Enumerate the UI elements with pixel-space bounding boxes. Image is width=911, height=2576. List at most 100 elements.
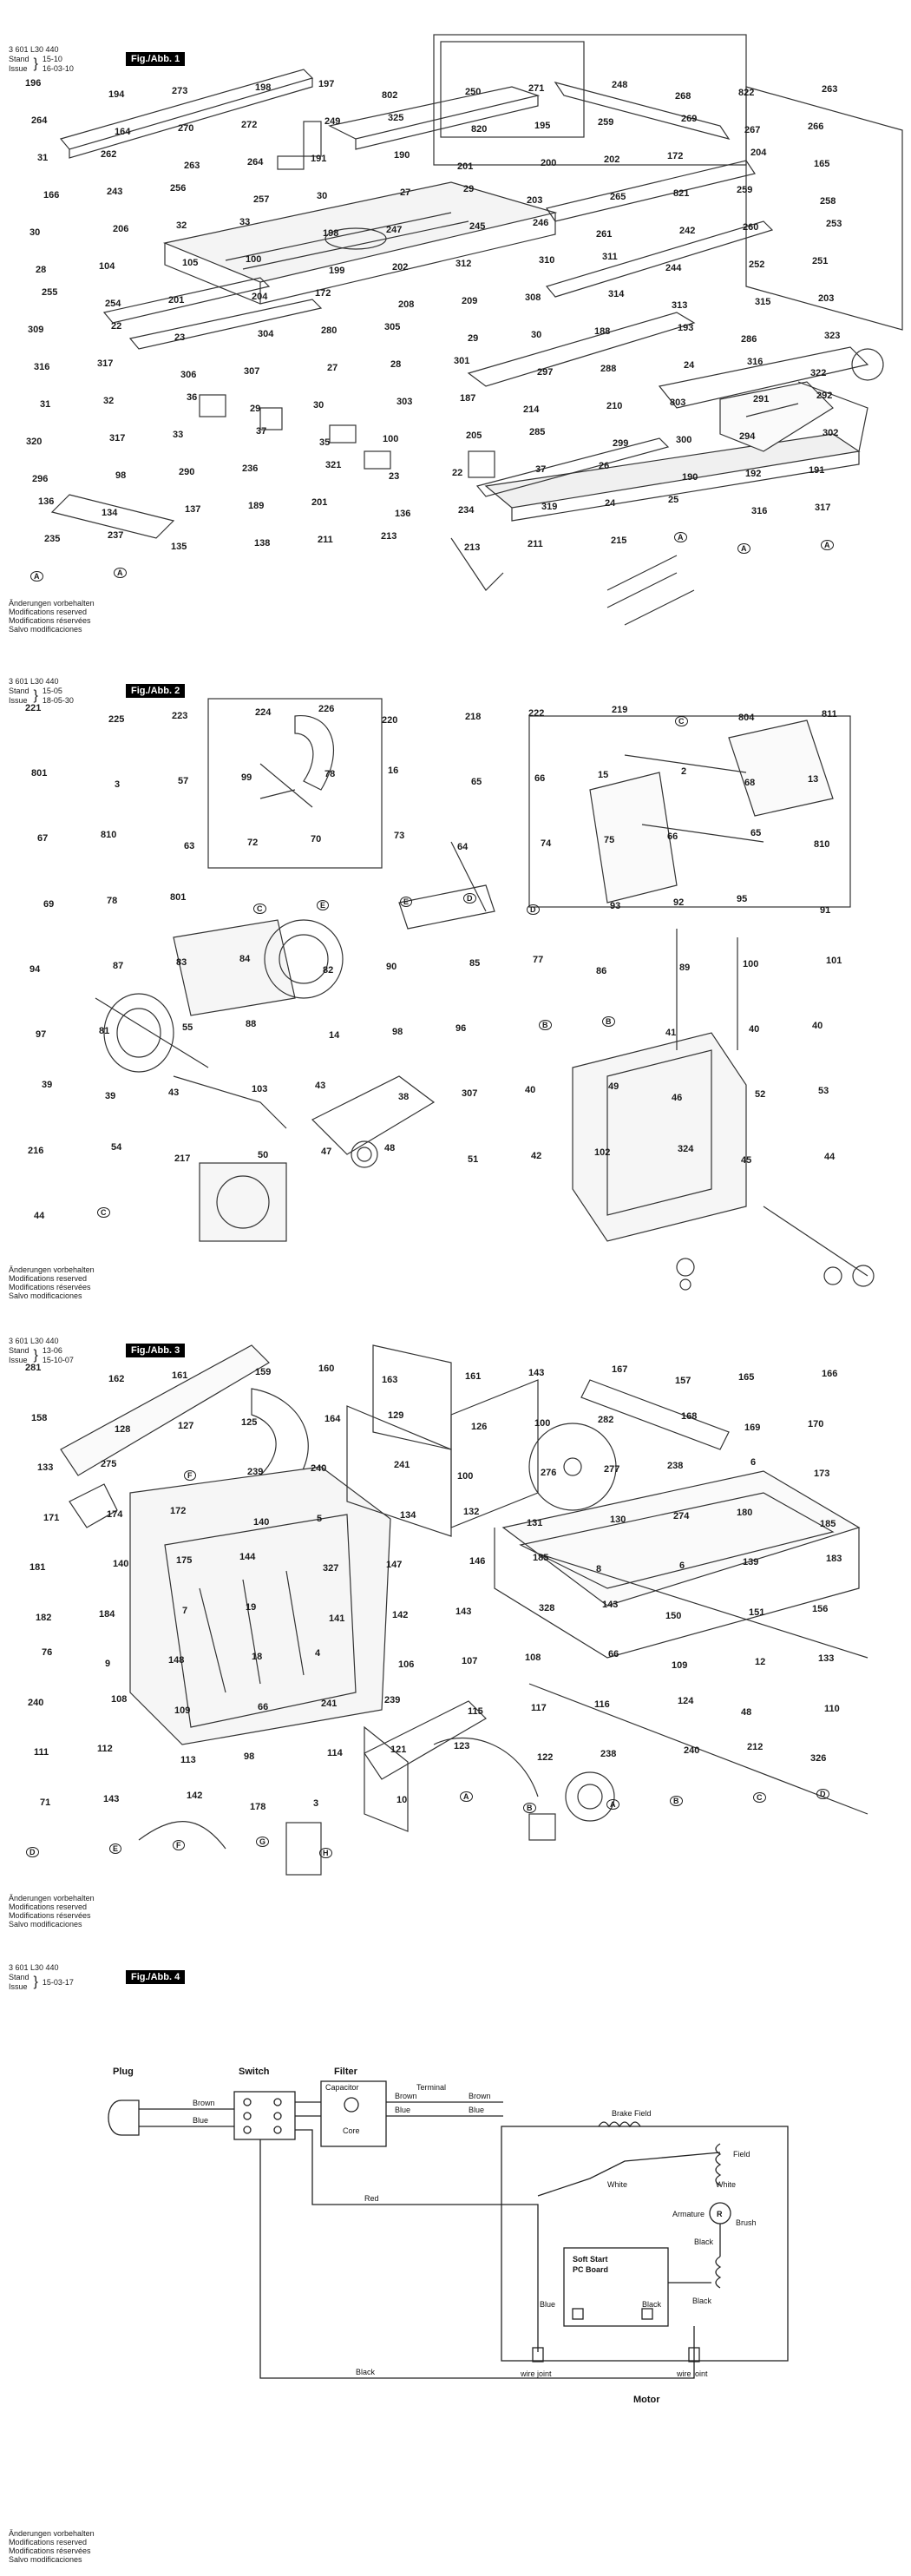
part-callout: 4 (315, 1648, 321, 1659)
part-callout: 30 (531, 330, 542, 340)
part-callout: 99 (241, 772, 252, 784)
part-callout: 326 (810, 1753, 827, 1764)
part-callout: 66 (534, 773, 546, 785)
part-callout: 317 (109, 433, 126, 444)
part-callout: 213 (381, 531, 397, 542)
wire-red-label: Red (364, 2194, 379, 2203)
part-callout: 100 (383, 434, 399, 444)
part-callout: A (114, 568, 127, 578)
part-callout: 127 (178, 1420, 194, 1431)
part-callout: 47 (321, 1146, 332, 1157)
footer-notes: Änderungen vorbehalten Modifications res… (9, 2529, 95, 2564)
part-callout: 105 (182, 258, 199, 268)
part-callout: 162 (108, 1374, 125, 1384)
part-callout: 136 (395, 509, 411, 519)
part-callout: 239 (247, 1467, 264, 1478)
part-number: 3 601 L30 440 (9, 1963, 59, 1972)
part-callout: 290 (179, 467, 195, 477)
part-callout: 173 (814, 1469, 830, 1480)
part-callout: 238 (667, 1461, 684, 1472)
wire-joint-label: wire joint (520, 2369, 552, 2378)
part-callout: 206 (113, 224, 129, 234)
part-callout: E (400, 896, 413, 907)
issue-value: 16-03-10 (42, 64, 74, 73)
part-callout: 203 (527, 195, 543, 206)
part-callout: 225 (108, 714, 125, 725)
wire-brown-label: Brown (193, 2099, 215, 2107)
part-callout: 8 (596, 1564, 602, 1575)
part-callout: 307 (462, 1088, 478, 1100)
part-callout: 810 (814, 839, 830, 851)
issue-label: Issue (9, 1356, 28, 1364)
part-callout: 26 (599, 461, 610, 471)
part-callout: 94 (29, 963, 41, 975)
part-callout: 38 (398, 1092, 410, 1103)
footer-line: Salvo modificaciones (9, 1291, 82, 1300)
part-callout: 178 (250, 1801, 266, 1812)
part-callout: 93 (610, 900, 621, 911)
part-callout: 103 (252, 1084, 268, 1095)
part-callout: 106 (398, 1659, 415, 1671)
sheet-fig-2: 3 601 L30 440 Stand Issue } 15-05 18-05-… (0, 668, 911, 1311)
part-callout: 110 (824, 1703, 840, 1714)
part-callout: A (460, 1791, 473, 1802)
part-callout: 25 (668, 495, 679, 505)
part-callout: 116 (594, 1699, 610, 1710)
part-callout: G (256, 1837, 270, 1848)
part-callout: 10 (397, 1794, 408, 1805)
part-callout: D (816, 1788, 829, 1799)
part-callout: 46 (672, 1093, 683, 1104)
wiring-diagram: Plug Switch Filter Capacitor Terminal Br… (108, 2067, 789, 2405)
armature-r-label: R (717, 2210, 723, 2218)
part-callout: C (253, 903, 266, 914)
wire-black-label-4: Black (642, 2300, 662, 2309)
part-callout: 77 (533, 954, 544, 965)
part-callout: 237 (108, 530, 124, 541)
part-callout: 282 (598, 1414, 614, 1425)
part-callout: 124 (678, 1695, 694, 1706)
part-callout: 172 (170, 1505, 187, 1516)
part-callout: 258 (820, 196, 836, 207)
part-callout: 190 (394, 150, 410, 161)
part-callout: 215 (611, 536, 627, 546)
part-callout: C (675, 716, 688, 726)
part-callout: 69 (43, 898, 55, 910)
wire-white-label: White (607, 2180, 627, 2189)
part-callout: 166 (822, 1369, 838, 1379)
part-callout: 182 (36, 1612, 52, 1623)
part-callout: 57 (178, 776, 189, 787)
part-callout: 328 (539, 1602, 555, 1613)
part-callout: 268 (675, 91, 691, 102)
part-callout: 266 (808, 122, 824, 132)
part-callout: 277 (604, 1464, 620, 1475)
part-callout: 44 (824, 1151, 836, 1162)
part-callout: 185 (533, 1553, 549, 1564)
part-callout: 36 (187, 392, 198, 403)
part-callout: 811 (822, 709, 837, 720)
part-callout: 22 (111, 321, 122, 332)
part-callout: 317 (815, 503, 831, 513)
part-callout: 65 (471, 777, 482, 788)
part-callout: 37 (256, 426, 267, 437)
part-callout: 234 (458, 505, 475, 516)
part-callout: 166 (43, 190, 60, 200)
field-label: Field (733, 2150, 750, 2159)
part-callout: 52 (755, 1089, 766, 1101)
issue-value: 15-10-07 (42, 1356, 74, 1364)
part-callout: 37 (535, 464, 547, 475)
part-callout: 115 (468, 1705, 483, 1717)
part-callout: 197 (318, 79, 335, 89)
part-callout: 131 (527, 1517, 543, 1528)
part-callout: 39 (42, 1080, 53, 1091)
part-callout: 143 (528, 1368, 545, 1378)
part-callout: 801 (170, 891, 187, 903)
part-callout: 235 (44, 534, 61, 544)
part-callout: 23 (389, 471, 400, 482)
part-callout: 18 (252, 1652, 263, 1663)
part-callout: 311 (602, 252, 618, 262)
soft-start-label: Soft Start (573, 2255, 608, 2264)
plug-label: Plug (113, 2067, 134, 2077)
part-callout: 143 (602, 1599, 619, 1610)
part-callout: 195 (534, 121, 551, 131)
part-callout: 315 (755, 297, 771, 307)
